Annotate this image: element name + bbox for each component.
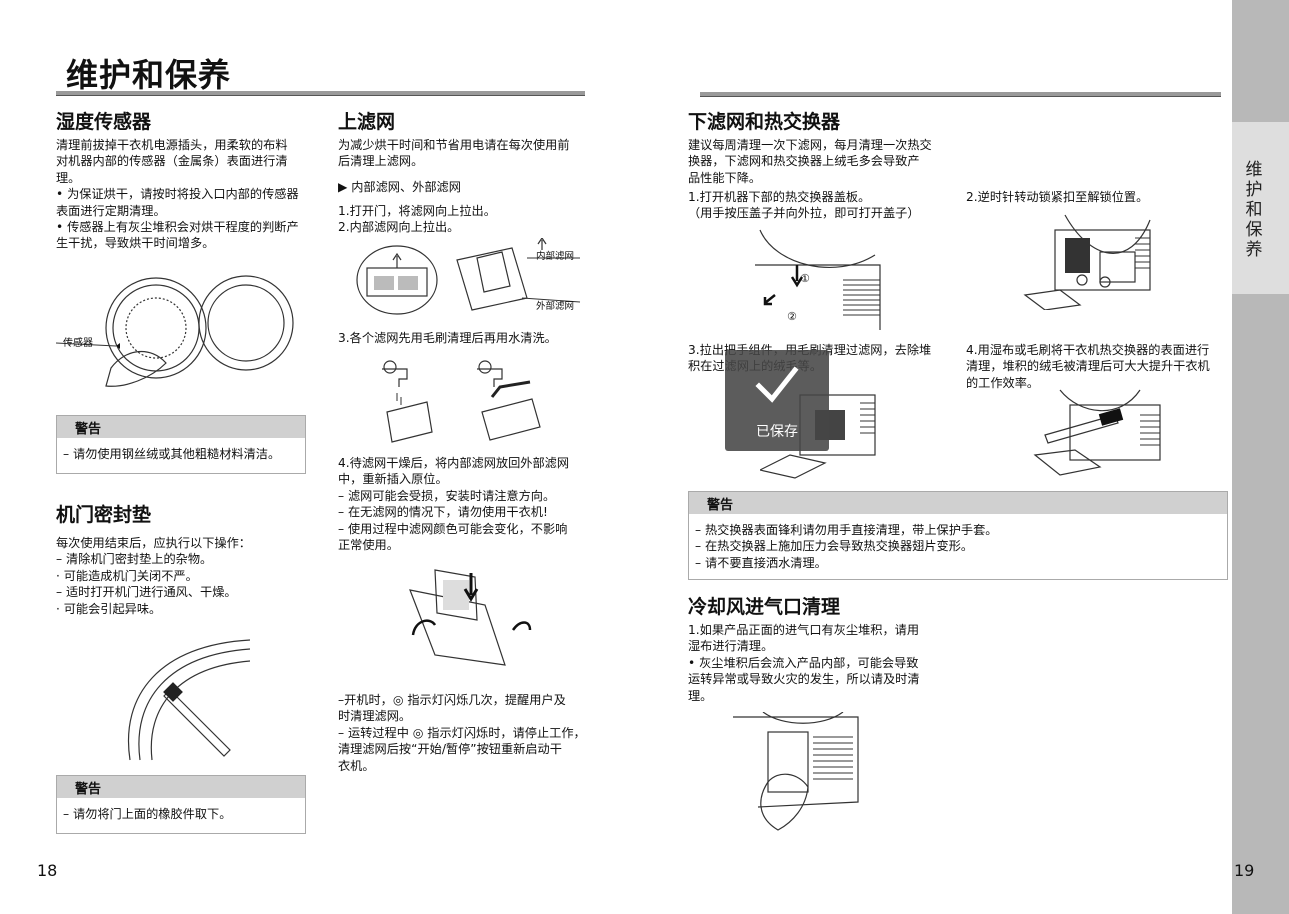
door-warning-box: 警告 – 请勿将门上面的橡胶件取下。: [56, 775, 306, 834]
side-tab-label: 维护和保养: [1245, 160, 1263, 260]
cooling-vent-body: 1.如果产品正面的进气口有灰尘堆积，请用 湿布进行清理。 • 灰尘堆积后会流入产…: [688, 623, 920, 703]
door-seal-heading: 机门密封垫: [56, 504, 152, 526]
lower-filter-intro: 建议每周清理一次下滤网，每月清理一次热交 换器，下滤网和热交换器上绒毛多会导致产…: [688, 138, 932, 185]
sensor-warning-text: – 请勿使用钢丝绒或其他粗糙材料清洁。: [63, 447, 281, 461]
page-title: 维护和保养: [66, 56, 232, 94]
filter-pull-illustration: [356, 238, 581, 315]
upper-filter-step-4: 4.待滤网干燥后，将内部滤网放回外部滤网 中，重新插入原位。 – 滤网可能会受损…: [338, 456, 570, 553]
door-warning-text: – 请勿将门上面的橡胶件取下。: [63, 807, 232, 821]
cover-open-illustration: [755, 229, 881, 330]
lower-filter-heading: 下滤网和热交换器: [688, 111, 841, 133]
lower-filter-step-4: 4.用湿布或毛刷将干衣机热交换器的表面进行 清理，堆积的绒毛被清理后可大大提升干…: [966, 343, 1210, 390]
upper-filter-intro: 为减少烘干时间和节省用电请在每次使用前 后清理上滤网。: [338, 138, 570, 169]
upper-filter-step-3: 3.各个滤网先用毛刷清理后再用水清洗。: [338, 331, 557, 345]
sensor-label: 传感器: [63, 338, 93, 349]
lock-unlock-illustration: [1023, 214, 1151, 310]
sensor-warning-title: 警告: [57, 416, 305, 438]
upper-filter-heading: 上滤网: [338, 111, 396, 133]
upper-filter-note: –开机时，◎ 指示灯闪烁几次，提醒用户及 时清理滤网。 – 运转过程中 ◎ 指示…: [338, 693, 586, 773]
upper-filter-steps-1-2: 1.打开门，将滤网向上拉出。 2.内部滤网向上拉出。: [338, 204, 496, 235]
inner-filter-label: 内部滤网: [536, 251, 575, 262]
door-seal-body: 每次使用结束后，应执行以下操作： – 清除机门密封垫上的杂物。 · 可能造成机门…: [56, 536, 251, 616]
outer-filter-label: 外部滤网: [536, 301, 575, 312]
marker-1: ①: [800, 272, 810, 285]
lower-filter-step-1: 1.打开机器下部的热交换器盖板。 （用手按压盖子并向外拉，即可打开盖子）: [688, 190, 920, 221]
lower-warning-box: 警告 – 热交换器表面锋利请勿用手直接清理，带上保护手套。 – 在热交换器上施加…: [688, 491, 1228, 580]
sensor-warning-box: 警告 – 请勿使用钢丝绒或其他粗糙材料清洁。: [56, 415, 306, 474]
marker-2: ②: [787, 310, 797, 323]
left-page-number: 18: [37, 861, 58, 880]
right-page-number: 19: [1234, 861, 1255, 880]
lower-warning-text: – 热交换器表面锋利请勿用手直接清理，带上保护手套。 – 在热交换器上施加压力会…: [695, 523, 998, 570]
sensor-illustration: [56, 275, 294, 387]
title-rule-right: [700, 92, 1221, 97]
lower-filter-step-2: 2.逆时针转动锁紧扣至解锁位置。: [966, 190, 1149, 204]
upper-filter-sub: ▶ 内部滤网、外部滤网: [338, 180, 461, 194]
cooling-vent-heading: 冷却风进气口清理: [688, 596, 841, 618]
title-rule-left: [56, 91, 585, 96]
door-seal-illustration: [128, 639, 250, 761]
filter-reinsert-illustration: [409, 569, 532, 666]
heat-exchanger-brush-illustration: [1033, 389, 1161, 476]
saved-toast: 已保存: [725, 350, 829, 451]
side-tab[interactable]: [1232, 122, 1289, 294]
humidity-sensor-body: 清理前拔掉干衣机电源插头，用柔软的布料 对机器内部的传感器（金属条）表面进行清 …: [56, 138, 299, 251]
cooling-vent-illustration: [733, 712, 859, 831]
humidity-sensor-heading: 湿度传感器: [56, 111, 152, 133]
saved-toast-label: 已保存: [756, 424, 798, 440]
door-warning-title: 警告: [57, 776, 305, 798]
filter-wash-illustration: [382, 360, 541, 443]
checkmark-icon: [755, 366, 799, 403]
lower-warning-title: 警告: [689, 492, 1227, 514]
